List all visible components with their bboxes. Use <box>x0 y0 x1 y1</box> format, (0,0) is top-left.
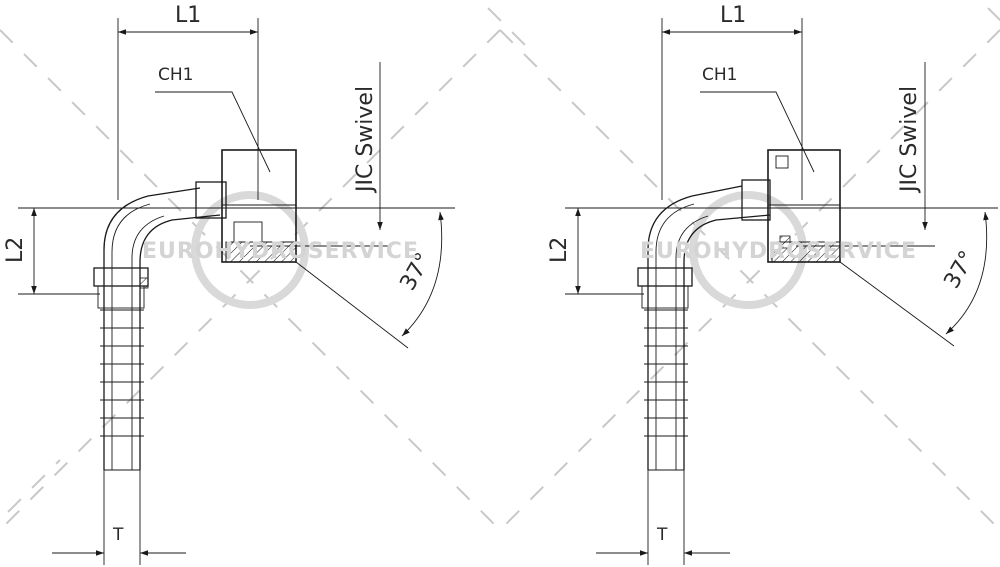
dimension-label-l1: L1 <box>175 3 201 28</box>
dimension-label-l2: L2 <box>547 237 572 263</box>
connection-label-jic: JIC Swivel <box>353 86 378 194</box>
watermark-text: EUROHYDROSERVICE <box>142 239 419 264</box>
dimension-label-l1: L1 <box>720 3 746 28</box>
dimension-label-t: T <box>656 525 668 545</box>
dimension-label-ch1: CH1 <box>158 65 193 85</box>
dimension-label-t: T <box>112 525 124 545</box>
angle-label-37: 37° <box>940 247 981 293</box>
fitting-drawing-left: L1 CH1 JIC Swivel L2 37° T EUROHYDROSERV… <box>3 3 455 565</box>
dimension-label-l2: L2 <box>3 237 28 263</box>
connection-label-jic: JIC Swivel <box>897 86 922 194</box>
watermark-ring <box>191 191 309 309</box>
fitting-drawing-right: L1 CH1 JIC Swivel L2 37° T EUROHYDROSERV… <box>547 3 998 565</box>
watermark-text: EUROHYDROSERVICE <box>640 239 917 264</box>
dimension-label-ch1: CH1 <box>702 65 737 85</box>
